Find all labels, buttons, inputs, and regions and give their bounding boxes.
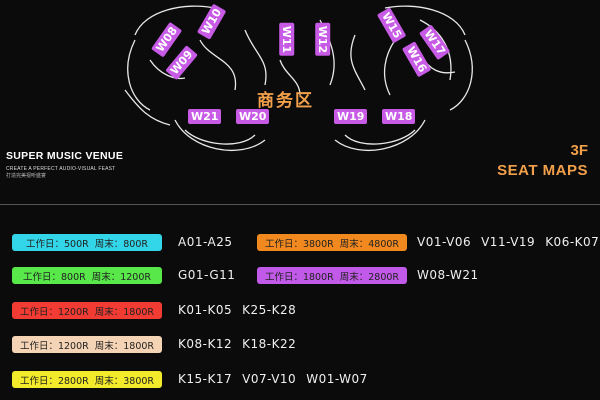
weekday-price: 工作日：1200R — [19, 306, 89, 318]
seat-range: W08-W21 — [417, 268, 479, 282]
seat-range: K18-K22 — [242, 337, 297, 351]
weekday-price: 工作日：1200R — [19, 340, 89, 352]
price-badge: 工作日：1800R 周末：2800R — [257, 267, 407, 284]
weekday-price: 工作日：800R — [22, 271, 86, 283]
floor-label: 3F — [570, 142, 588, 159]
seat-range: K01-K05 — [178, 303, 233, 317]
seat-range: K15-K17 — [178, 372, 233, 386]
booth-label: W19 — [334, 109, 368, 124]
page-title: SEAT MAPS — [497, 162, 588, 179]
seat-ranges: A01-A25 — [178, 234, 243, 251]
seat-map-outline — [124, 5, 473, 152]
price-badge: 工作日：3800R 周末：4800R — [257, 234, 407, 251]
price-badge: 工作日：800R 周末：1200R — [12, 267, 162, 284]
seat-range: V01-V06 — [417, 235, 472, 249]
booth-label: W11 — [279, 22, 295, 57]
seat-range: K06-K07 — [545, 235, 600, 249]
price-badge: 工作日：2800R 周末：3800R — [12, 371, 162, 388]
weekend-price: 周末：2800R — [339, 271, 400, 283]
weekend-price: 周末：4800R — [339, 238, 400, 250]
business-zone-label: 商务区 — [257, 91, 314, 111]
seat-ranges: G01-G11 — [178, 267, 245, 284]
seat-ranges: V01-V06 V11-V19 K06-K07 — [417, 234, 600, 251]
weekday-price: 工作日：500R — [26, 238, 89, 250]
price-badge: 工作日：500R 周末：800R — [12, 234, 162, 251]
seat-ranges: K15-K17 V07-V10 W01-W07 — [178, 371, 378, 388]
map-arc — [134, 5, 216, 36]
booth-label: W20 — [236, 109, 270, 124]
booth-label: W18 — [382, 109, 416, 124]
price-badge: 工作日：1200R 周末：1800R — [12, 302, 162, 319]
seat-range: V07-V10 — [242, 372, 297, 386]
price-row: 工作日：800R 周末：1200R G01-G11 — [0, 267, 600, 287]
price-row: 工作日：3800R 周末：4800R V01-V06 V11-V19 K06-K07 — [0, 234, 600, 254]
seat-range: V11-V19 — [481, 235, 536, 249]
price-badge: 工作日：1200R 周末：1800R — [12, 336, 162, 353]
price-row: 工作日：500R 周末：800R A01-A25 — [0, 234, 600, 254]
price-row: 工作日：2800R 周末：3800R K15-K17 V07-V10 W01-W07 — [0, 371, 600, 391]
seat-ranges: K01-K05 K25-K28 — [178, 302, 306, 319]
map-arc — [127, 39, 151, 111]
venue-tagline-cn: 打造完美视听盛宴 — [6, 173, 47, 179]
seat-map: W08 W10 W09 W11 W12 W15 W17 W16 商务区 W21 … — [124, 3, 473, 152]
weekend-price: 周末：800R — [94, 238, 148, 250]
weekend-price: 周末：1800R — [94, 306, 155, 318]
weekday-price: 工作日：2800R — [19, 375, 89, 387]
divider — [0, 204, 600, 205]
price-row: 工作日：1800R 周末：2800R W08-W21 — [0, 267, 600, 287]
weekday-price: 工作日：1800R — [264, 271, 334, 283]
seat-range: K08-K12 — [178, 337, 233, 351]
seat-range: W01-W07 — [306, 372, 368, 386]
seat-ranges: W08-W21 — [417, 267, 489, 284]
price-row: 工作日：1200R 周末：1800R K01-K05 K25-K28 — [0, 302, 600, 322]
seat-range: A01-A25 — [178, 235, 233, 249]
weekend-price: 周末：1200R — [91, 271, 151, 283]
seat-ranges: K08-K12 K18-K22 — [178, 336, 306, 353]
seat-range: G01-G11 — [178, 268, 236, 282]
seat-range: K25-K28 — [242, 303, 297, 317]
weekend-price: 周末：1800R — [94, 340, 155, 352]
price-row: 工作日：1200R 周末：1800R K08-K12 K18-K22 — [0, 336, 600, 356]
weekday-price: 工作日：3800R — [264, 238, 334, 250]
venue-name: SUPER MUSIC VENUE — [6, 150, 124, 162]
venue-tagline: CREATE A PERFECT AUDIO-VISUAL FEAST — [6, 166, 116, 172]
booth-label: W12 — [315, 22, 331, 57]
booth-label: W21 — [188, 109, 222, 124]
weekend-price: 周末：3800R — [94, 375, 155, 387]
